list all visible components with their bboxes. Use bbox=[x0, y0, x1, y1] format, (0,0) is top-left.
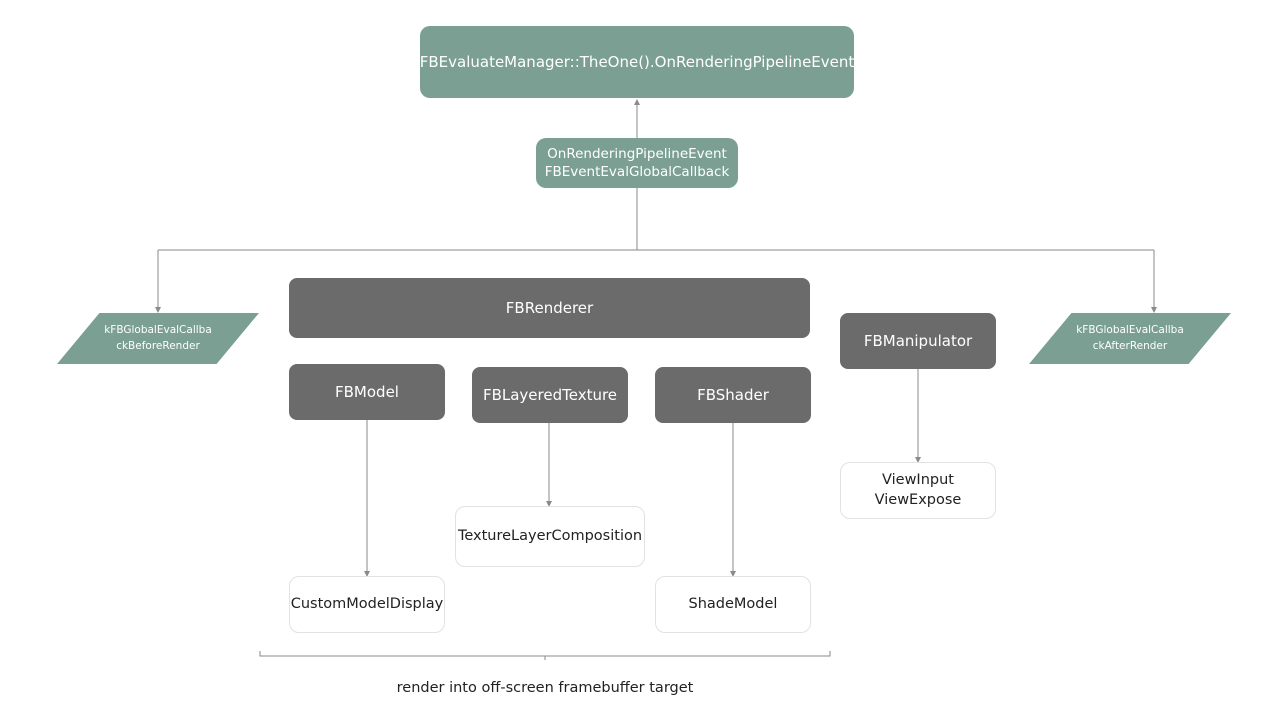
shader-label: FBShader bbox=[697, 385, 769, 404]
view-line1: ViewInput bbox=[882, 471, 954, 488]
before-render-line1: kFBGlobalEvalCallba bbox=[104, 323, 212, 336]
custom-model-display-label: CustomModelDisplay bbox=[290, 595, 444, 612]
group-caption: render into off-screen framebuffer targe… bbox=[396, 680, 694, 696]
view-node: ViewInput ViewExpose bbox=[840, 462, 996, 519]
texture-layer-composition-node: TextureLayerComposition bbox=[455, 506, 645, 567]
renderer-label: FBRenderer bbox=[505, 298, 594, 317]
model-label: FBModel bbox=[335, 382, 399, 401]
texture-layer-composition-label: TextureLayerComposition bbox=[457, 527, 643, 544]
shader-node: FBShader bbox=[655, 367, 811, 423]
after-render-line1: kFBGlobalEvalCallba bbox=[1076, 323, 1184, 336]
shade-model-node: ShadeModel bbox=[655, 576, 811, 633]
manipulator-node: FBManipulator bbox=[840, 313, 996, 369]
custom-model-display-node: CustomModelDisplay bbox=[289, 576, 445, 633]
shade-model-label: ShadeModel bbox=[688, 595, 778, 612]
event-node-line1: OnRenderingPipelineEvent bbox=[547, 145, 727, 162]
after-render-text: kFBGlobalEvalCallba ckAfterRender bbox=[1029, 313, 1231, 364]
group-brace bbox=[259, 651, 831, 660]
manipulator-label: FBManipulator bbox=[863, 331, 973, 350]
top-node: FBEvaluateManager::TheOne().OnRenderingP… bbox=[420, 26, 854, 98]
before-render-node: kFBGlobalEvalCallba ckBeforeRender bbox=[57, 313, 259, 364]
event-node-line2: FBEventEvalGlobalCallback bbox=[544, 164, 730, 180]
before-render-text: kFBGlobalEvalCallba ckBeforeRender bbox=[57, 313, 259, 364]
before-render-line2: ckBeforeRender bbox=[116, 339, 200, 352]
after-render-line2: ckAfterRender bbox=[1092, 339, 1168, 352]
event-node: OnRenderingPipelineEvent FBEventEvalGlob… bbox=[536, 138, 738, 188]
layered-texture-node: FBLayeredTexture bbox=[472, 367, 628, 423]
top-node-label: FBEvaluateManager::TheOne().OnRenderingP… bbox=[419, 52, 855, 71]
model-node: FBModel bbox=[289, 364, 445, 420]
after-render-node: kFBGlobalEvalCallba ckAfterRender bbox=[1029, 313, 1231, 364]
renderer-node: FBRenderer bbox=[289, 278, 810, 338]
layered-texture-label: FBLayeredTexture bbox=[482, 385, 618, 404]
view-line2: ViewExpose bbox=[874, 491, 962, 508]
